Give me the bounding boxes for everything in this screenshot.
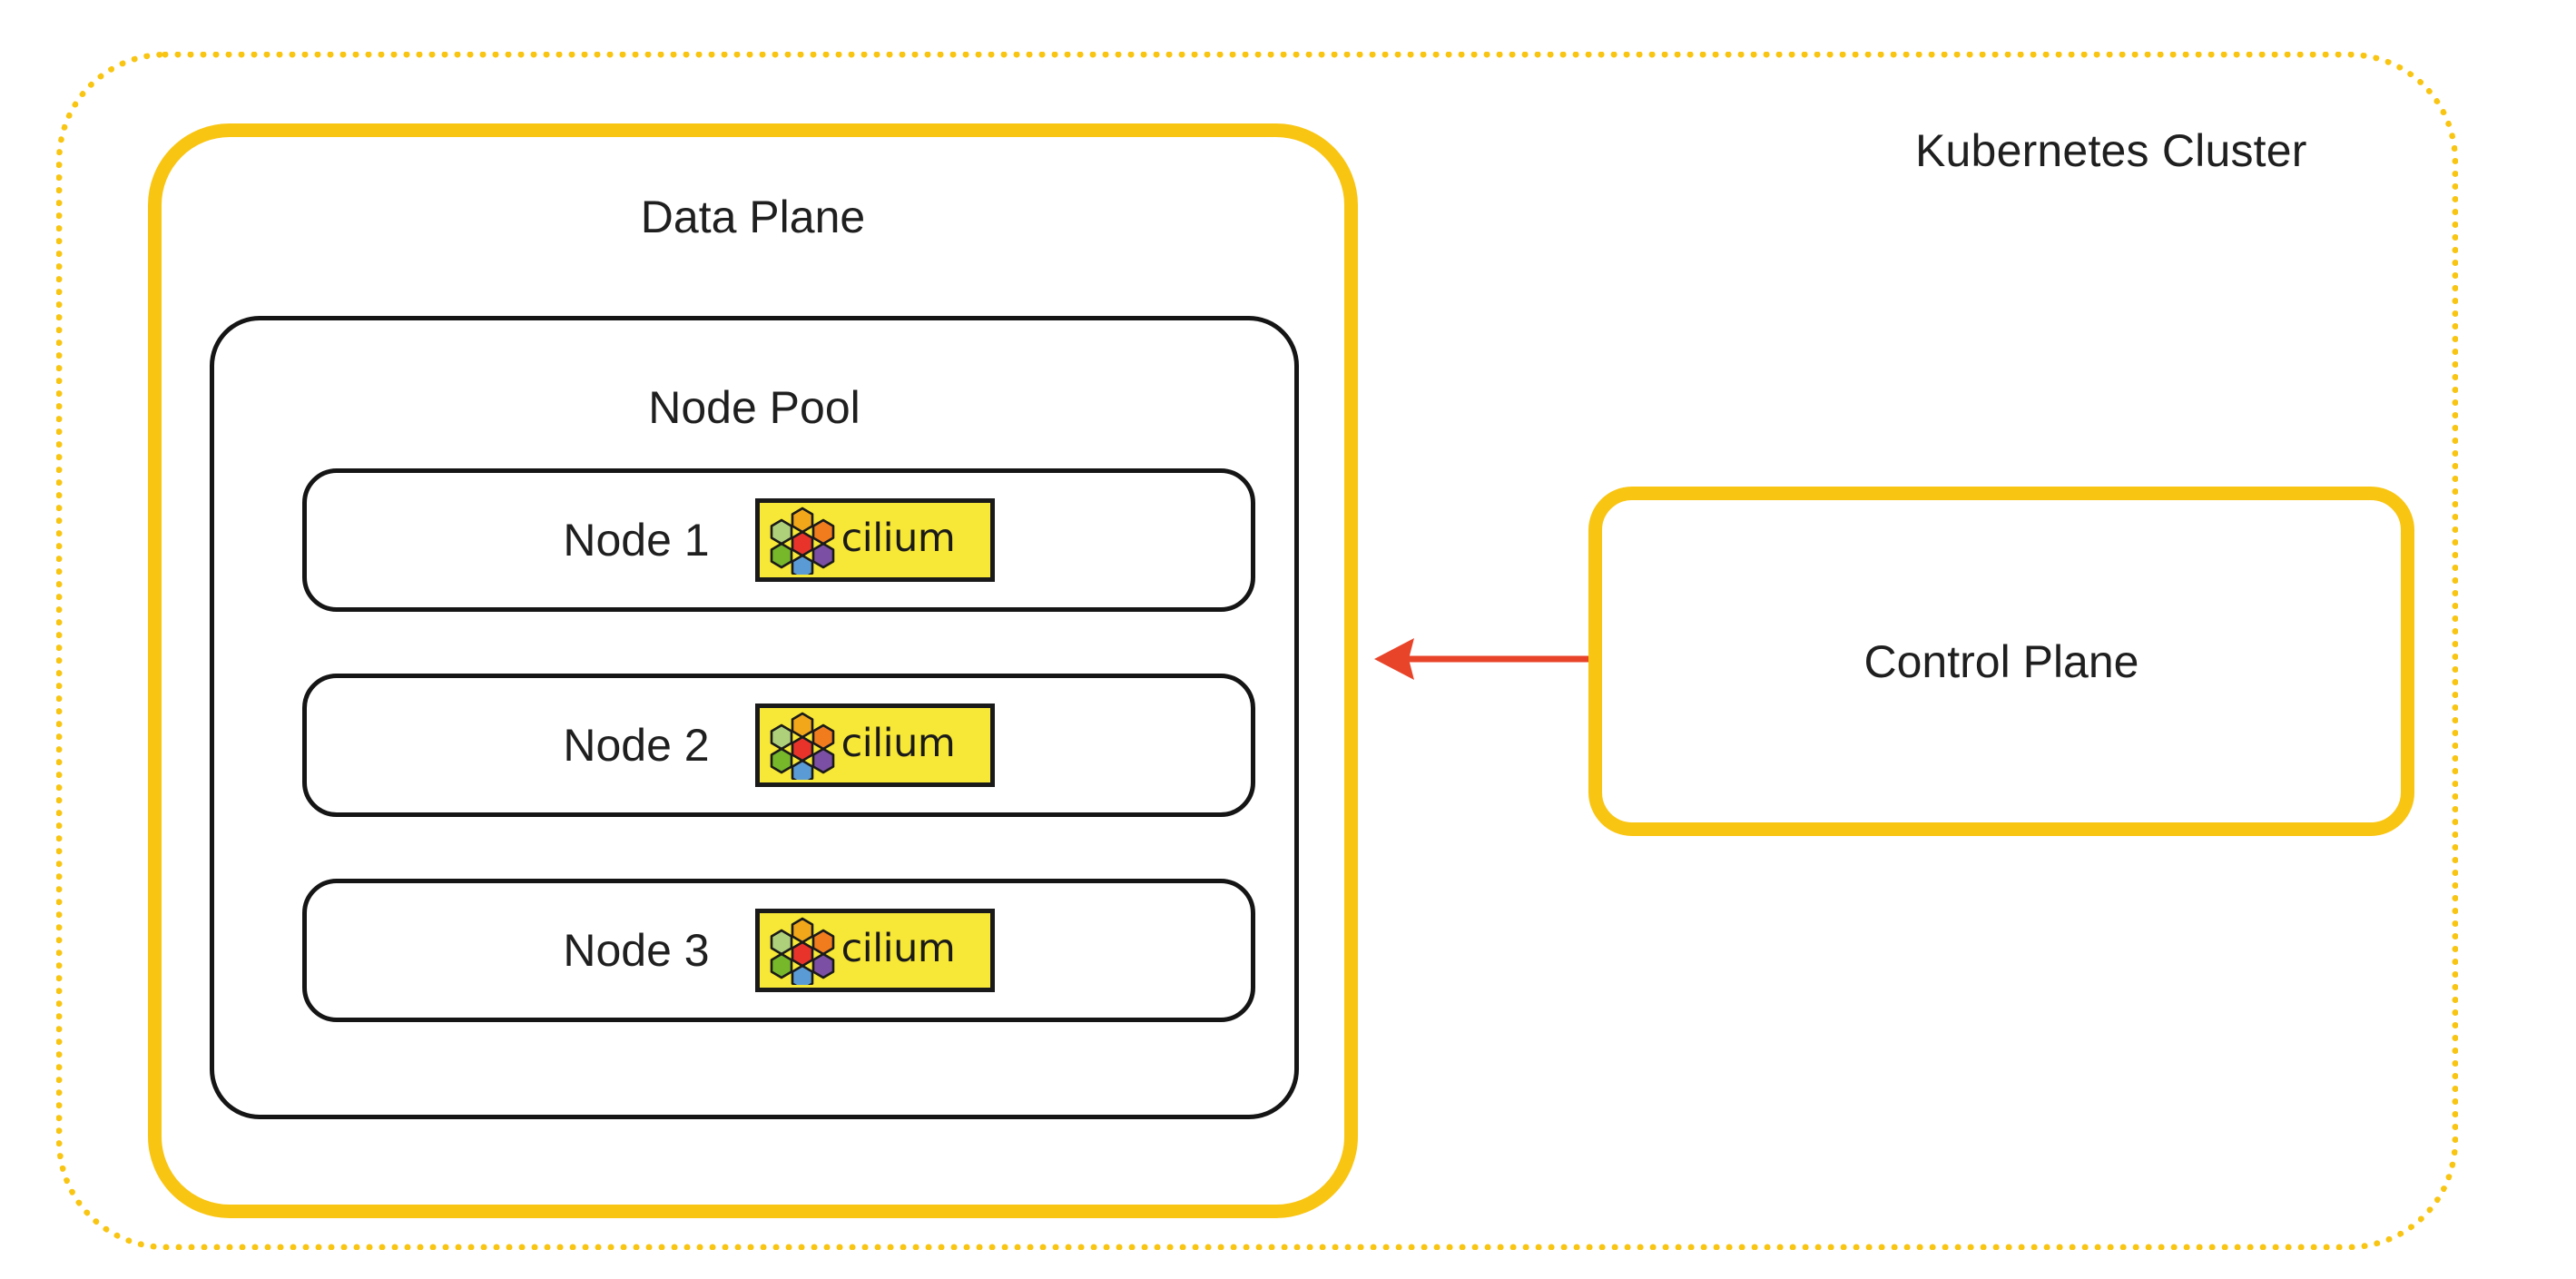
cilium-badge: cilium <box>754 703 995 787</box>
control-plane-to-data-plane-arrow <box>1358 635 1596 708</box>
cilium-hexagon-logo-icon <box>769 916 836 985</box>
cilium-hexagon-logo-icon <box>769 506 836 575</box>
data-plane-label: Data Plane <box>640 192 866 242</box>
control-plane-label: Control Plane <box>1863 635 2139 687</box>
node-box: Node 3 cilium <box>302 879 1255 1022</box>
cilium-badge: cilium <box>754 909 995 992</box>
cilium-badge: cilium <box>754 498 995 582</box>
kubernetes-cluster-boundary <box>56 52 2458 1250</box>
node-box: Node 1 cilium <box>302 468 1255 612</box>
cilium-wordmark: cilium <box>841 515 956 561</box>
node-box: Node 2 cilium <box>302 674 1255 817</box>
node-label: Node 1 <box>563 515 710 566</box>
node-pool-label: Node Pool <box>648 382 860 433</box>
node-label: Node 3 <box>563 925 710 976</box>
kubernetes-cluster-label: Kubernetes Cluster <box>1915 125 2307 176</box>
node-label: Node 2 <box>563 720 710 771</box>
cilium-hexagon-logo-icon <box>769 711 836 780</box>
control-plane-box: Control Plane <box>1588 487 2414 836</box>
cilium-wordmark: cilium <box>841 925 956 971</box>
cilium-wordmark: cilium <box>841 720 956 766</box>
